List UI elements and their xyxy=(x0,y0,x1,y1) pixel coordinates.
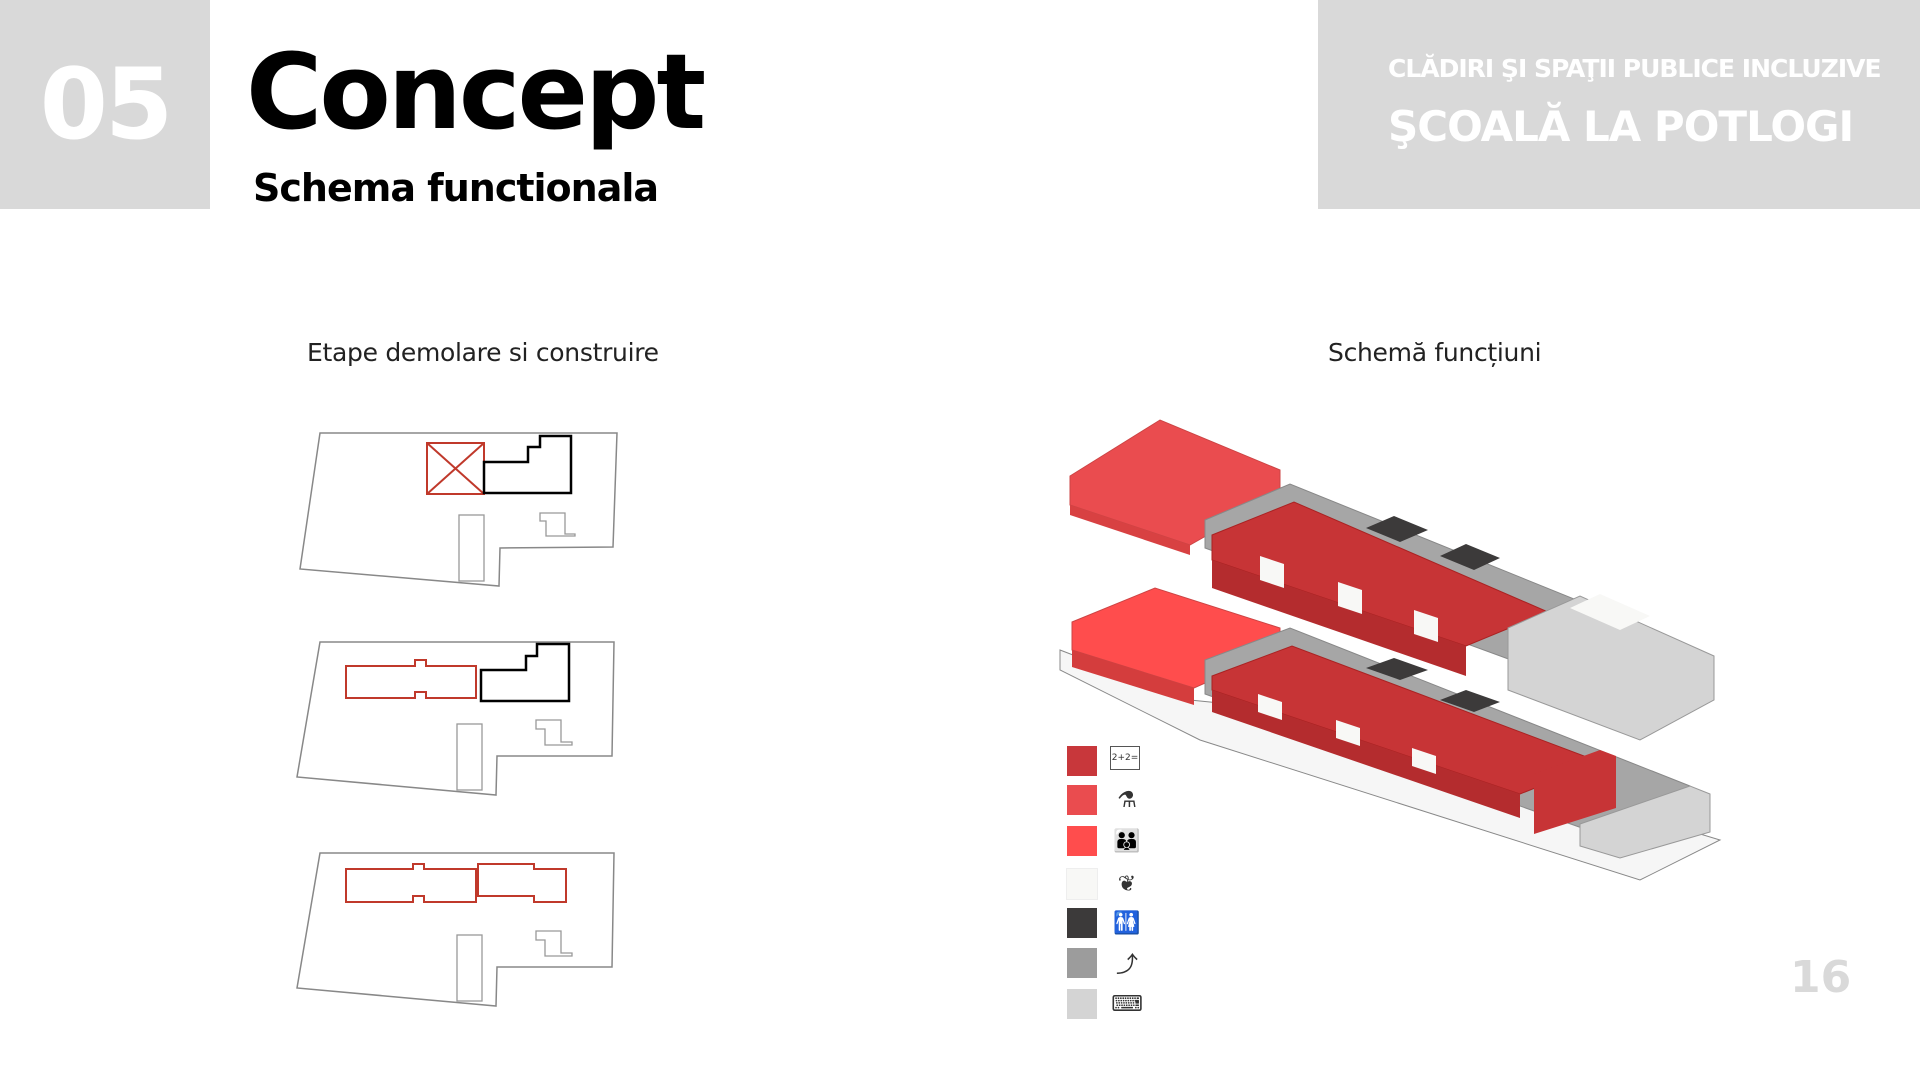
microscope-icon: ⚗ xyxy=(1117,787,1137,813)
legend-swatch-green-space xyxy=(1066,868,1098,900)
page-number: 16 xyxy=(1790,952,1852,1003)
stage-2-plan xyxy=(296,641,615,796)
classroom-board-icon: 2+2= xyxy=(1110,746,1140,770)
page-subtitle: Schema functionala xyxy=(253,166,659,210)
legend-swatch-multipurpose xyxy=(1067,826,1097,856)
ground-floor-block xyxy=(1059,587,1722,881)
stage-1-plan xyxy=(299,432,618,587)
project-header-box: CLĂDIRI ŞI SPAŢII PUBLICE INCLUZIVE ŞCOA… xyxy=(1318,0,1920,209)
office-desk-icon: ⌨ xyxy=(1111,991,1143,1017)
legend-swatch-classroom xyxy=(1067,746,1097,776)
page-title: Concept xyxy=(246,31,706,153)
project-category: CLĂDIRI ŞI SPAŢII PUBLICE INCLUZIVE xyxy=(1388,54,1882,83)
first-floor-block xyxy=(1069,419,1715,741)
project-name: ŞCOALĂ LA POTLOGI xyxy=(1388,102,1854,151)
functions-isometric-diagram xyxy=(1059,419,1722,881)
stairs-icon: ⤴ xyxy=(1115,953,1138,978)
legend-swatch-circulation xyxy=(1067,948,1097,978)
section-number-box: 05 xyxy=(0,0,210,209)
group-people-icon: 👪 xyxy=(1113,828,1141,854)
demolished-building xyxy=(426,442,485,495)
phases-label: Etape demolare si construire xyxy=(307,338,659,367)
legend-swatch-laboratory xyxy=(1067,785,1097,815)
legend-swatch-administration xyxy=(1067,989,1097,1019)
restroom-icon: 🚻 xyxy=(1113,910,1141,936)
stage-3-plan xyxy=(296,852,615,1007)
plant-icon: ❦ xyxy=(1117,871,1137,897)
functions-label: Schemă funcțiuni xyxy=(1328,338,1542,367)
legend-swatch-restroom xyxy=(1067,908,1097,938)
section-number: 05 xyxy=(39,47,173,162)
